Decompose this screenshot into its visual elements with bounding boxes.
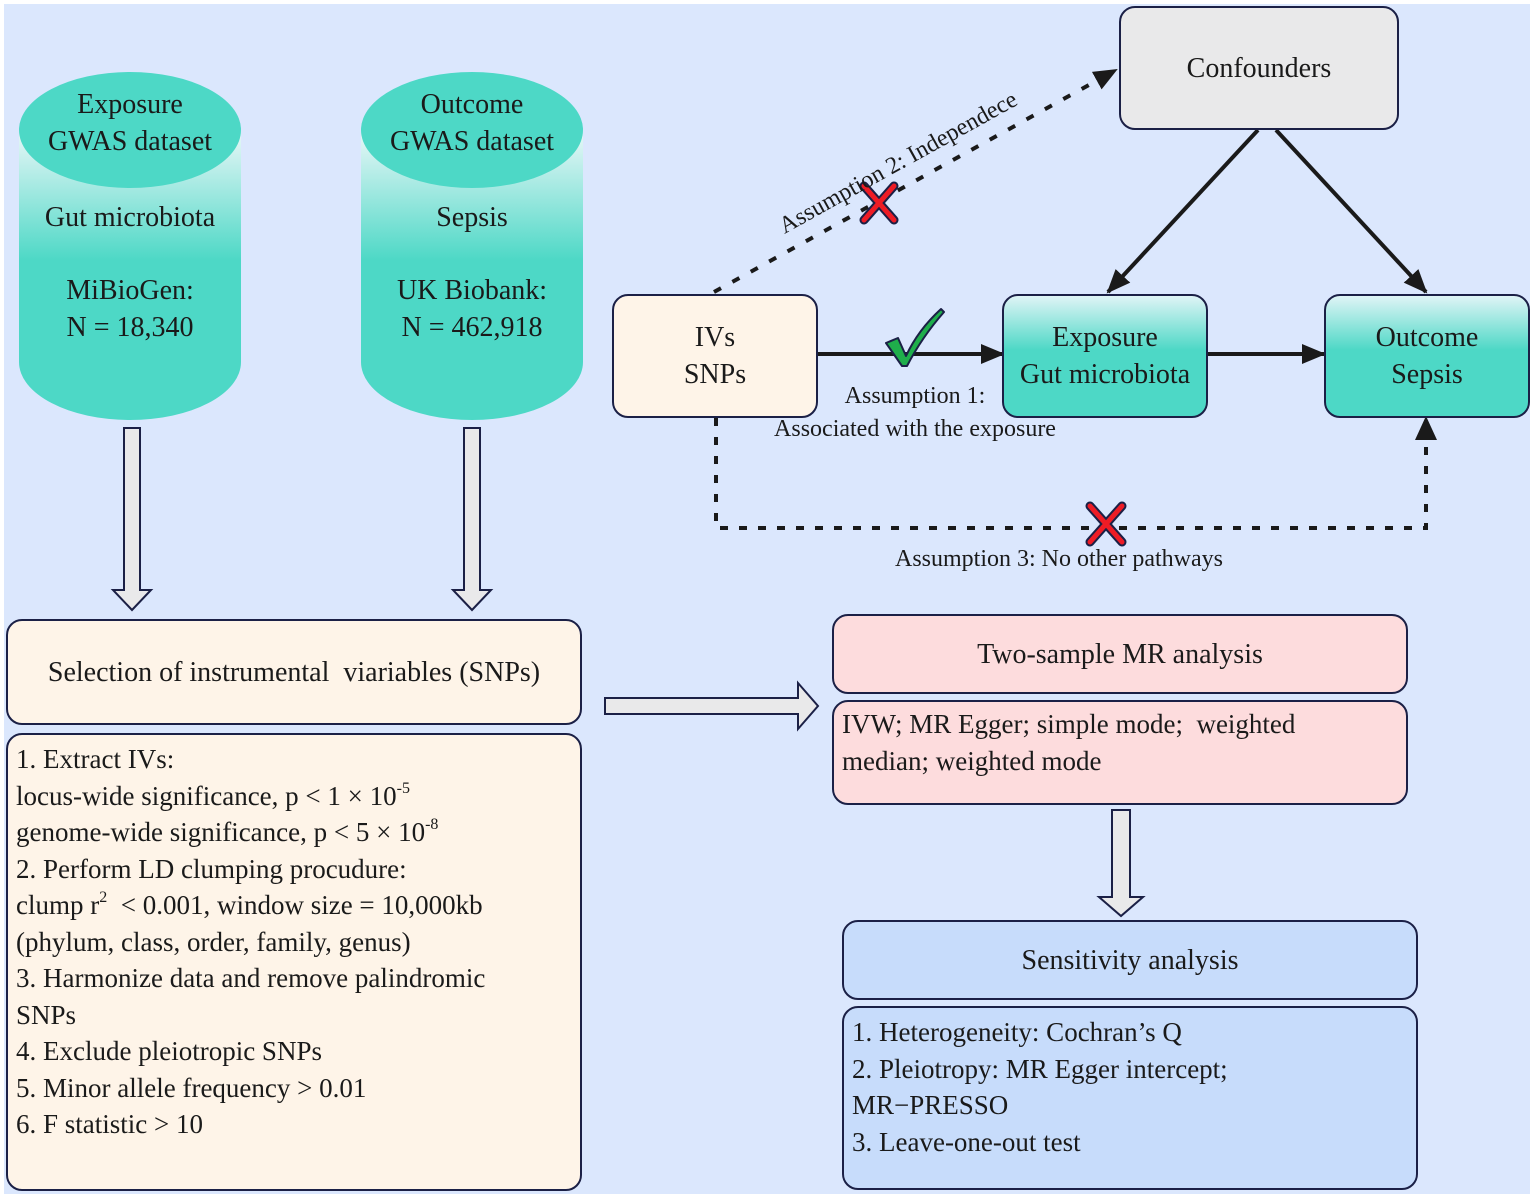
assumption3-dotted-path	[714, 418, 1428, 530]
outcome-node: Outcome Sepsis	[1324, 294, 1530, 418]
step-2a: clump r2 < 0.001, window size = 10,000kb	[16, 887, 580, 924]
confounders-to-outcome-arrow	[1274, 128, 1428, 294]
snps-label: SNPs	[683, 359, 747, 390]
exposure-node-line2: Gut microbiota	[1019, 359, 1191, 390]
step-2: 2. Perform LD clumping procudure:	[16, 853, 407, 884]
step-2a-pre: clump r	[16, 890, 100, 920]
sensitivity-items-box: 1. Heterogeneity: Cochran’s Q 2. Pleiotr…	[842, 1006, 1418, 1190]
block-arrow-to-sensitivity	[1096, 809, 1146, 918]
exposure-title-line1: Exposure	[77, 89, 183, 120]
step-2a-exponent: 2	[99, 889, 108, 906]
confounders-label: Confounders	[1186, 52, 1332, 84]
step-1a: locus-wide significance, p < 1 × 10-5	[16, 778, 580, 815]
step-1a-text: locus-wide significance, p < 1 × 10	[16, 780, 397, 811]
step-3a: 3. Harmonize data and remove palindromic	[16, 963, 486, 993]
outcome-node-line1: Outcome	[1375, 322, 1479, 353]
step-2a-post: < 0.001, window size = 10,000kb	[107, 890, 483, 920]
sensitivity-item: 2. Pleiotropy: MR Egger intercept;	[852, 1053, 1228, 1084]
selection-title-box: Selection of instrumental viariables (SN…	[6, 619, 582, 725]
cross-icon-assumption2	[859, 181, 899, 225]
assumption1-line2: Associated with the exposure	[774, 416, 1056, 442]
confounders-to-exposure-arrow	[1106, 128, 1260, 294]
step-4: 4. Exclude pleiotropic SNPs	[16, 1036, 322, 1066]
selection-title: Selection of instrumental viariables (SN…	[47, 656, 541, 688]
exposure-source: MiBioGen:	[66, 275, 194, 306]
sensitivity-item: MR−PRESSO	[852, 1090, 1009, 1120]
sensitivity-item: 3. Leave-one-out test	[852, 1126, 1081, 1157]
outcome-sample-size: N = 462,918	[401, 312, 543, 343]
step-1b: genome-wide significance, p < 5 × 10-8	[16, 814, 580, 851]
assumption3-label: Assumption 3: No other pathways	[895, 546, 1223, 572]
step-3b: SNPs	[16, 999, 77, 1030]
step-1a-exponent: -5	[396, 779, 410, 797]
assumption2-dashed-arrow	[713, 68, 1118, 294]
step-6: 6. F statistic > 10	[16, 1109, 203, 1139]
exposure-trait: Gut microbiota	[44, 202, 216, 233]
mr-methods-box: IVW; MR Egger; simple mode; weighted med…	[832, 700, 1408, 805]
mr-analysis-title: Two-sample MR analysis	[977, 638, 1263, 670]
sensitivity-title-box: Sensitivity analysis	[842, 920, 1418, 1000]
exposure-node: Exposure Gut microbiota	[1002, 294, 1208, 418]
step-1b-exponent: -8	[425, 816, 439, 833]
selection-steps-box: 1. Extract IVs: locus-wide significance,…	[6, 733, 582, 1191]
block-arrow-outcome-down	[450, 427, 494, 612]
outcome-title-line2: GWAS dataset	[389, 126, 555, 157]
assumption1-line1: Assumption 1:	[844, 383, 986, 409]
outcome-source: UK Biobank:	[396, 275, 548, 306]
mr-analysis-title-box: Two-sample MR analysis	[832, 614, 1408, 694]
step-1b-text: genome-wide significance, p < 5 × 10	[16, 817, 426, 847]
cross-icon-assumption3	[1085, 501, 1127, 547]
sensitivity-item: 1. Heterogeneity: Cochran’s Q	[852, 1017, 1182, 1047]
outcome-node-line2: Sepsis	[1391, 359, 1463, 390]
step-2b: (phylum, class, order, family, genus)	[16, 926, 411, 957]
outcome-title-line1: Outcome	[420, 89, 524, 120]
step-1: 1. Extract IVs:	[16, 744, 175, 774]
outcome-dataset-cylinder: Outcome GWAS dataset Sepsis UK Biobank: …	[361, 72, 583, 422]
outcome-trait: Sepsis	[436, 202, 508, 233]
sensitivity-title: Sensitivity analysis	[1021, 944, 1239, 976]
exposure-node-line1: Exposure	[1052, 322, 1158, 353]
ivs-node: IVs SNPs	[612, 294, 818, 418]
block-arrow-exposure-down	[110, 427, 154, 612]
exposure-title-line2: GWAS dataset	[47, 126, 213, 157]
block-arrow-to-mr	[604, 680, 820, 732]
exposure-dataset-cylinder: Exposure GWAS dataset Gut microbiota MiB…	[19, 72, 241, 422]
step-5: 5. Minor allele frequency > 0.01	[16, 1072, 367, 1103]
exposure-sample-size: N = 18,340	[66, 312, 194, 343]
assumption3-arrowhead	[1415, 416, 1437, 440]
mr-methods-line2: median; weighted mode	[842, 745, 1102, 776]
ivs-label: IVs	[694, 322, 736, 353]
check-icon	[885, 308, 945, 367]
mr-methods-line1: IVW; MR Egger; simple mode; weighted	[842, 709, 1296, 739]
assumption1-label: Assumption 1: Associated with the exposu…	[754, 380, 1076, 446]
outcome-dataset-title: Outcome GWAS dataset	[361, 86, 583, 160]
exposure-dataset-title: Exposure GWAS dataset	[19, 86, 241, 160]
confounders-node: Confounders	[1119, 6, 1399, 130]
